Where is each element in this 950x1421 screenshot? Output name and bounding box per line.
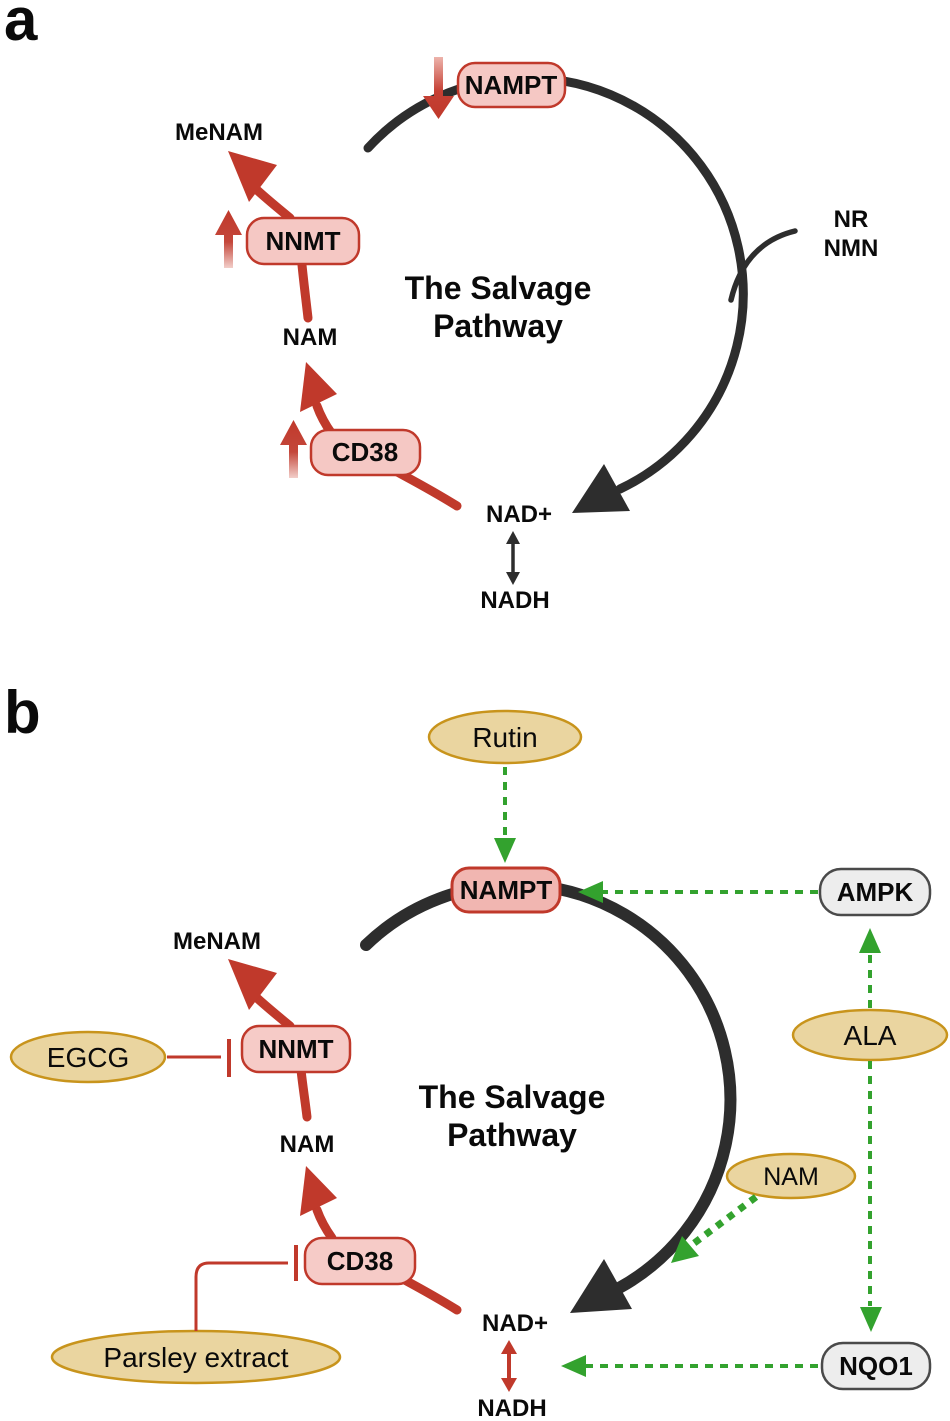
cd38-label-b: CD38 xyxy=(327,1246,393,1276)
pathway-title-b-line1: The Salvage xyxy=(419,1079,606,1115)
cd38-to-nam-arrow-b xyxy=(312,1205,337,1243)
menam-arrowhead-b-icon xyxy=(228,959,277,1010)
nnmt-node-a: NNMT xyxy=(245,216,361,266)
ampk-box xyxy=(818,867,932,917)
menam-label-a: MeNAM xyxy=(175,119,263,146)
nam-to-nnmt-arrow-a xyxy=(297,260,313,323)
nnmt-to-menam-arrow-a xyxy=(252,185,295,223)
panel-a-letter: a xyxy=(4,0,38,53)
egcg-node: EGCG xyxy=(9,1030,167,1084)
nam-supplement-label: NAM xyxy=(763,1163,819,1191)
increase-arrow-nnmt-icon xyxy=(215,210,242,268)
nmn-label-a: NMN xyxy=(824,235,879,262)
nam-supplement-node: NAM xyxy=(725,1152,857,1200)
nam-arrowhead-b-icon xyxy=(300,1166,337,1216)
ampk-node: AMPK xyxy=(818,867,932,917)
green-arrowhead-icon xyxy=(859,928,881,953)
parsley-node: Parsley extract xyxy=(50,1329,342,1385)
nnmt-label-b: NNMT xyxy=(258,1034,333,1064)
menam-label-b: MeNAM xyxy=(173,928,261,955)
green-arrowhead-icon xyxy=(860,1307,882,1332)
green-arrowhead-icon xyxy=(671,1236,699,1263)
ala-label: ALA xyxy=(844,1020,897,1051)
nqo1-to-nad-arrow xyxy=(561,1355,818,1377)
nam-supplement-to-cycle-arrow xyxy=(671,1194,759,1263)
rutin-node: Rutin xyxy=(427,709,583,765)
decrease-arrow-nampt-icon xyxy=(423,57,454,119)
nampt-node-a: NAMPT xyxy=(456,61,567,109)
nadh-label-b: NADH xyxy=(477,1395,546,1421)
egcg-inhibits-nnmt xyxy=(167,1039,231,1077)
rutin-to-nampt-arrow xyxy=(494,767,516,863)
egcg-ellipse xyxy=(9,1030,167,1084)
pathway-title-a-line2: Pathway xyxy=(433,308,563,344)
nadh-label-a: NADH xyxy=(480,587,549,614)
nad-nadh-double-arrow-a-icon xyxy=(506,531,520,585)
nad-nadh-double-arrow-b-icon xyxy=(501,1340,517,1392)
increase-arrow-cd38-icon xyxy=(280,420,307,478)
nam-arrowhead-a-icon xyxy=(300,362,337,412)
cd38-box-b xyxy=(303,1236,417,1286)
nam-label-b: NAM xyxy=(280,1131,335,1158)
nr-nmn-branch-a xyxy=(728,228,798,303)
nampt-label-b: NAMPT xyxy=(460,875,553,905)
ala-ellipse xyxy=(791,1008,949,1062)
nqo1-node: NQO1 xyxy=(820,1341,932,1391)
cycle-arrowhead-a-icon xyxy=(572,464,630,513)
cycle-arrowhead-b-icon xyxy=(570,1259,632,1313)
panel-b-letter: b xyxy=(4,679,41,746)
rutin-ellipse xyxy=(427,709,583,765)
nr-label-a: NR xyxy=(834,206,869,233)
nam-supplement-ellipse xyxy=(725,1152,857,1200)
green-arrowhead-icon xyxy=(494,838,516,863)
menam-arrowhead-a-icon xyxy=(228,151,277,202)
cd38-node-a: CD38 xyxy=(309,428,422,477)
egcg-label: EGCG xyxy=(47,1042,129,1073)
cd38-node-b: CD38 xyxy=(303,1236,417,1286)
rutin-label: Rutin xyxy=(472,722,537,753)
parsley-label: Parsley extract xyxy=(103,1342,288,1373)
cd38-box-a xyxy=(309,428,422,477)
nam-label-a: NAM xyxy=(283,324,338,351)
ala-to-nqo1-arrow xyxy=(860,1061,882,1332)
pathway-title-b-line2: Pathway xyxy=(447,1117,577,1153)
ampk-to-nampt-arrow xyxy=(578,881,818,903)
nad-label-a: NAD+ xyxy=(486,501,552,528)
nad-label-b: NAD+ xyxy=(482,1310,548,1337)
ala-to-ampk-arrow xyxy=(859,928,881,1008)
panel-b: b Rutin NAMPT AMPK xyxy=(4,679,949,1421)
nampt-node-b: NAMPT xyxy=(450,866,562,914)
nnmt-to-menam-arrow-b xyxy=(252,993,295,1031)
nqo1-box xyxy=(820,1341,932,1391)
nqo1-label: NQO1 xyxy=(839,1351,913,1381)
green-arrowhead-icon xyxy=(578,881,603,903)
nampt-label-a: NAMPT xyxy=(465,70,558,100)
nnmt-box-b xyxy=(240,1024,352,1074)
nnmt-node-b: NNMT xyxy=(240,1024,352,1074)
nnmt-box-a xyxy=(245,216,361,266)
nampt-box-b xyxy=(450,866,562,914)
parsley-inhibits-cd38 xyxy=(194,1245,298,1331)
green-arrowhead-icon xyxy=(561,1355,586,1377)
ampk-label: AMPK xyxy=(837,877,914,907)
nnmt-label-a: NNMT xyxy=(265,226,340,256)
ala-node: ALA xyxy=(791,1008,949,1062)
pathway-title-a-line1: The Salvage xyxy=(405,270,592,306)
nampt-box-a xyxy=(456,61,567,109)
cd38-label-a: CD38 xyxy=(332,437,398,467)
nam-to-nnmt-arrow-b xyxy=(296,1065,312,1122)
panel-a: a NR NMN NAMPT The Salvage Pathway MeNAM… xyxy=(4,0,878,614)
